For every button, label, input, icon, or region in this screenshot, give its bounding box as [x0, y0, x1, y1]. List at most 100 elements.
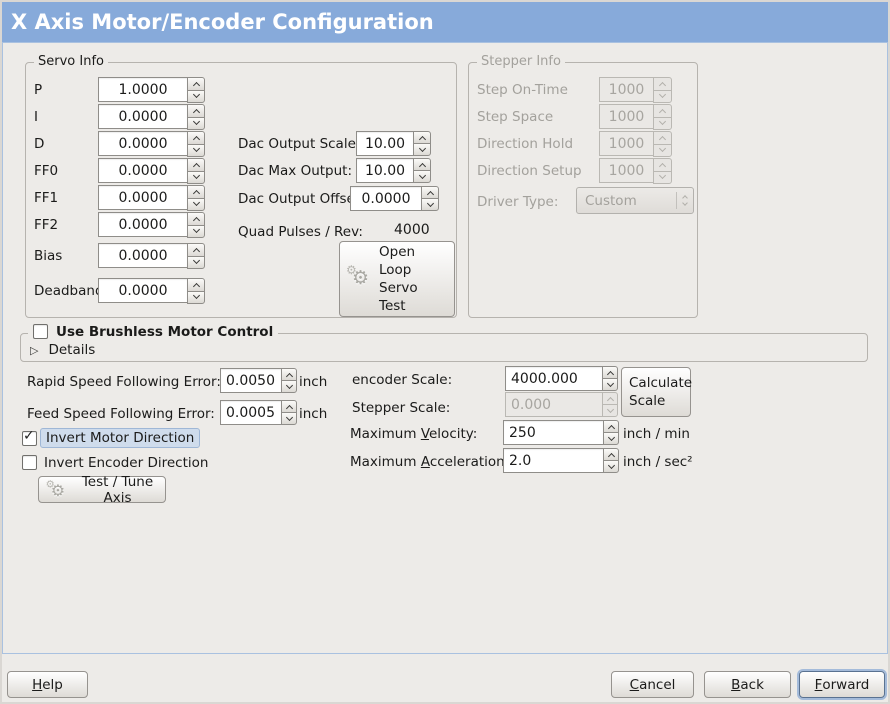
spin-down-button[interactable] — [413, 143, 431, 156]
spin-up-button[interactable] — [281, 368, 297, 381]
cancel-label-post: ancel — [639, 676, 676, 693]
maximum-velocity-spin-buttons[interactable] — [603, 420, 619, 445]
spin-down-button[interactable] — [421, 198, 439, 211]
p-spin-buttons[interactable] — [187, 77, 205, 103]
spin-down-button[interactable] — [187, 143, 205, 157]
acceleration-unit-label: inch / sec² — [623, 454, 693, 470]
dac-output-scale-input[interactable]: 10.00 — [356, 131, 414, 156]
bias-spin-buttons[interactable] — [187, 243, 205, 269]
spin-up-button[interactable] — [603, 448, 619, 461]
quad-pulses-label: Quad Pulses / Rev: — [238, 224, 363, 240]
i-spin-buttons[interactable] — [187, 104, 205, 130]
back-label-mnemonic: B — [731, 676, 741, 693]
spin-up-button[interactable] — [187, 77, 205, 91]
spin-down-button[interactable] — [187, 290, 205, 304]
ff2-label: FF2 — [34, 217, 59, 233]
dac-output-scale-spin-buttons[interactable] — [413, 131, 431, 156]
spin-up-button[interactable] — [413, 131, 431, 144]
p-input[interactable]: 1.0000 — [98, 77, 188, 102]
maximum-acceleration-label: Maximum Acceleration: — [350, 454, 509, 470]
spin-down-icon — [418, 144, 426, 152]
spin-down-button[interactable] — [187, 116, 205, 130]
spin-up-button — [653, 77, 672, 91]
deadband-spin-buttons[interactable] — [187, 278, 205, 304]
spin-down-button[interactable] — [187, 224, 205, 238]
spin-down-button[interactable] — [281, 380, 297, 393]
maximum-velocity-input[interactable]: 250 — [503, 420, 604, 445]
d-input[interactable]: 0.0000 — [98, 131, 188, 156]
ff0-input[interactable]: 0.0000 — [98, 158, 188, 183]
accel-label-pre: Maximum — [350, 454, 421, 470]
test-tune-axis-label: Test / Tune Axis — [81, 473, 154, 506]
direction-hold-input: 1000 — [599, 131, 654, 156]
maximum-acceleration-spin-buttons[interactable] — [603, 448, 619, 473]
open-loop-servo-test-button[interactable]: ⚙⚙ Open Loop Servo Test — [339, 241, 455, 317]
invert-motor-label[interactable]: Invert Motor Direction — [40, 428, 201, 448]
ff2-spin-buttons[interactable] — [187, 212, 205, 238]
encoder-scale-input[interactable]: 4000.000 — [505, 366, 603, 391]
spin-down-button[interactable] — [187, 89, 205, 103]
checkmark-icon: ✓ — [23, 428, 35, 444]
spin-down-icon — [192, 292, 200, 300]
spin-up-button[interactable] — [187, 243, 205, 257]
spin-up-icon — [607, 452, 615, 460]
dac-output-offset-spin-buttons[interactable] — [421, 186, 439, 211]
spin-up-button[interactable] — [603, 420, 619, 433]
calculate-scale-button[interactable]: Calculate Scale — [621, 367, 692, 417]
maximum-acceleration-input[interactable]: 2.0 — [503, 448, 604, 473]
dac-max-output-input[interactable]: 10.00 — [356, 158, 414, 183]
spin-down-icon — [285, 413, 293, 421]
ff0-spin-buttons[interactable] — [187, 158, 205, 184]
dac-output-scale-label: Dac Output Scale: — [238, 136, 361, 152]
ff1-spin-buttons[interactable] — [187, 185, 205, 211]
spin-up-button[interactable] — [602, 366, 618, 379]
dac-output-offset-input[interactable]: 0.0000 — [350, 186, 422, 211]
invert-encoder-checkbox[interactable] — [22, 455, 37, 470]
details-expander[interactable]: ▷ Details — [30, 342, 95, 358]
test-tune-axis-button[interactable]: ⚙⚙ Test / Tune Axis — [38, 473, 166, 506]
spin-down-icon — [658, 91, 667, 99]
spin-down-button[interactable] — [603, 460, 619, 473]
d-spin-buttons[interactable] — [187, 131, 205, 157]
spin-up-button[interactable] — [421, 186, 439, 199]
spin-down-button[interactable] — [187, 170, 205, 184]
i-input[interactable]: 0.0000 — [98, 104, 188, 129]
spin-up-button[interactable] — [187, 185, 205, 199]
invert-motor-checkbox[interactable]: ✓ — [22, 428, 37, 446]
feed-following-error-label: Feed Speed Following Error: — [27, 406, 215, 422]
use-brushless-checkbox[interactable] — [33, 324, 48, 339]
ff2-input[interactable]: 0.0000 — [98, 212, 188, 237]
rapid-following-error-spin-buttons[interactable] — [281, 368, 297, 393]
encoder-scale-spin-buttons[interactable] — [602, 366, 618, 391]
spin-down-icon — [192, 257, 200, 265]
rapid-following-error-input[interactable]: 0.0050 — [220, 368, 282, 393]
dac-max-output-spin-buttons[interactable] — [413, 158, 431, 183]
spin-down-button[interactable] — [281, 412, 297, 425]
spin-up-button[interactable] — [187, 158, 205, 172]
spin-down-button[interactable] — [187, 255, 205, 269]
spin-up-button[interactable] — [187, 278, 205, 292]
spin-up-button[interactable] — [187, 212, 205, 226]
spin-up-button[interactable] — [187, 131, 205, 145]
spin-down-button — [602, 404, 618, 417]
deadband-input[interactable]: 0.0000 — [98, 278, 188, 303]
spin-down-button[interactable] — [602, 378, 618, 391]
ff1-input[interactable]: 0.0000 — [98, 185, 188, 210]
stepper-info-frame: Stepper Info Step On-Time Step Space Dir… — [468, 54, 698, 318]
servo-info-frame-title: Servo Info — [34, 54, 108, 69]
bias-input[interactable]: 0.0000 — [98, 243, 188, 268]
feed-following-error-input[interactable]: 0.0005 — [220, 400, 282, 425]
spin-down-button[interactable] — [187, 197, 205, 211]
spin-up-button[interactable] — [187, 104, 205, 118]
spin-up-button[interactable] — [413, 158, 431, 171]
stepper-scale-input: 0.000 — [505, 392, 603, 417]
spin-down-button[interactable] — [413, 170, 431, 183]
spin-down-button[interactable] — [603, 432, 619, 445]
feed-following-error-spin-buttons[interactable] — [281, 400, 297, 425]
driver-type-value: Custom — [585, 192, 637, 209]
spin-up-button[interactable] — [281, 400, 297, 413]
